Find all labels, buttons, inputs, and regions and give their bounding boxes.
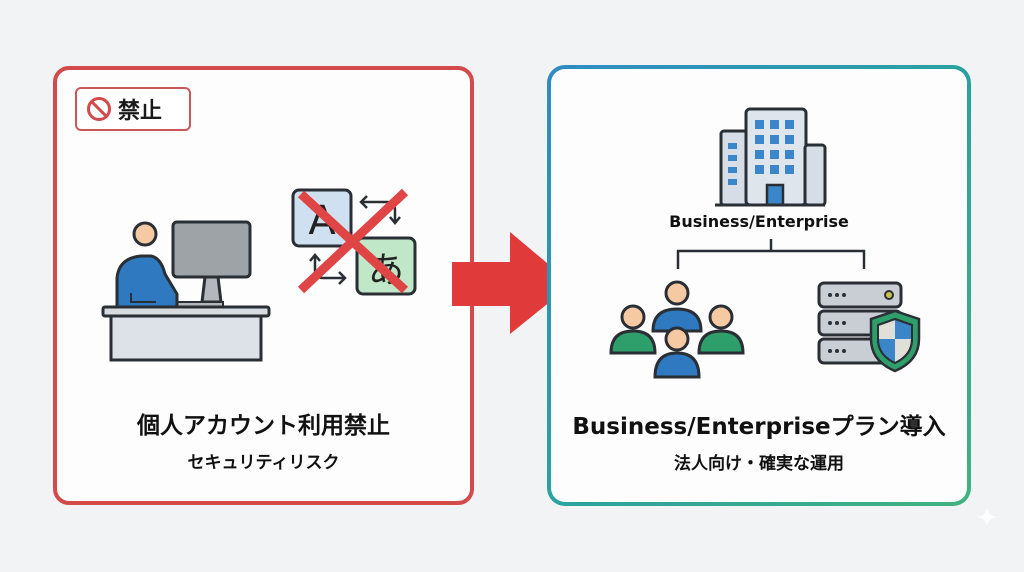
secure-server-icon [817,281,921,373]
recommended-title: Business/Enterpriseプラン導入 [572,414,946,440]
prohibited-subtitle: セキュリティリスク [187,453,340,473]
recommended-subtitle: 法人向け・確実な運用 [674,454,844,474]
team-users-icon [609,280,745,379]
prohibited-title: 個人アカウント利用禁止 [137,413,390,439]
prohibited-badge: 禁止 [75,87,191,131]
sparkle-icon [977,507,997,527]
organization-label: Business/Enterprise [669,212,849,231]
translation-icon-crossed-out: A あ [291,188,417,296]
person-at-desk-icon [101,220,271,362]
office-building-icon [715,107,827,207]
prohibited-badge-label: 禁止 [118,99,163,124]
hierarchy-connector [676,239,866,269]
right-arrow-icon [452,232,572,334]
recommended-panel: Business/Enterprise [547,65,971,506]
prohibited-icon [87,97,111,121]
prohibited-panel: 禁止 A あ 個人アカウント利用禁止 セキュリティリスク [53,66,474,505]
